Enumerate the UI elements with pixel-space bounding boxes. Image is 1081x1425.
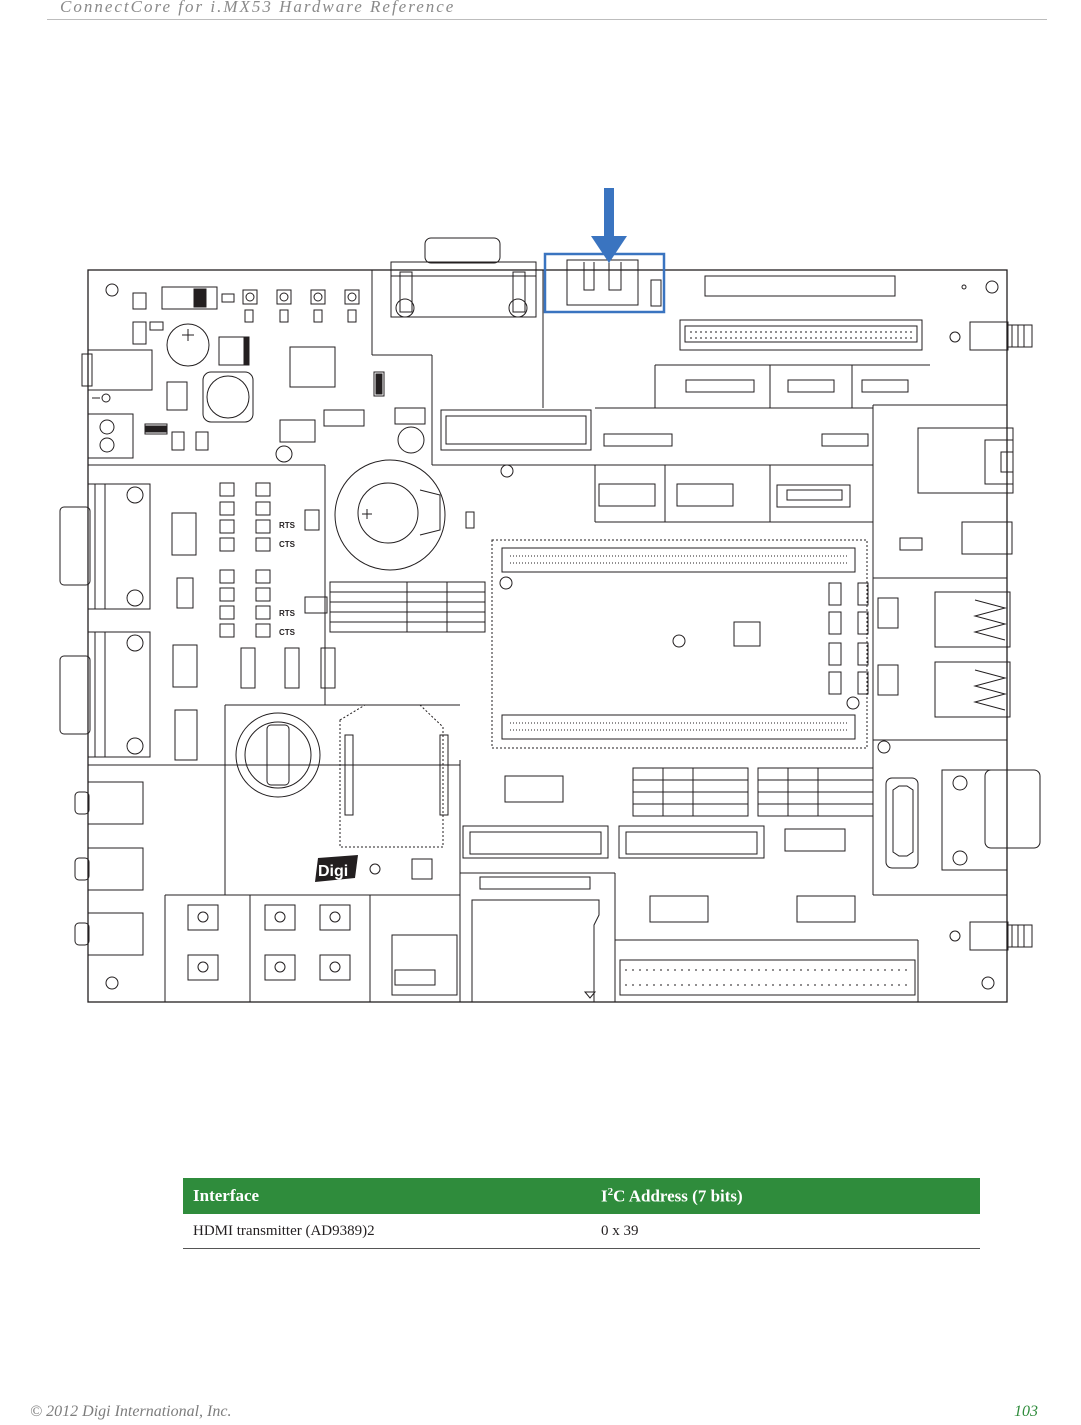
cpu-module [492, 540, 868, 748]
cts-label-1: CTS [279, 540, 296, 549]
power-switch [133, 287, 234, 309]
usb-host-ports [878, 592, 1010, 717]
mezzanine-tables [505, 768, 873, 922]
usb-connector [567, 260, 661, 306]
jumper-table [330, 582, 485, 632]
potentiometers [243, 290, 359, 322]
rts-label-2: RTS [279, 609, 296, 618]
sd-card-slot [472, 877, 599, 1002]
rts-label-1: RTS [279, 521, 296, 530]
digi-logo-text: Digi [318, 863, 348, 880]
push-buttons [188, 905, 350, 980]
running-header: ConnectCore for i.MX53 Hardware Referenc… [60, 0, 455, 17]
table-row: HDMI transmitter (AD9389)2 0 x 39 [183, 1214, 980, 1249]
lcd-connector [680, 276, 922, 350]
interface-cell: HDMI transmitter (AD9389)2 [183, 1214, 591, 1249]
i2c-address-table: Interface I2C Address (7 bits) HDMI tran… [183, 1178, 980, 1249]
micro-sd-slot [392, 935, 457, 995]
hdmi-connector [886, 778, 918, 868]
serial-connectors-left [60, 484, 150, 757]
mounting-holes [106, 281, 998, 989]
db9-top-connector [391, 238, 536, 317]
ic-chips-left [172, 510, 335, 688]
callout-arrow [591, 188, 627, 263]
audio-jacks [75, 782, 143, 955]
column-header-interface: Interface [183, 1178, 591, 1214]
copyright-footer: © 2012 Digi International, Inc. [30, 1403, 231, 1421]
usb-mini-port [900, 522, 1012, 554]
board-diagram: RTS CTS RTS CTS [50, 180, 1050, 1010]
column-header-address: I2C Address (7 bits) [591, 1178, 980, 1214]
page-number: 103 [1014, 1403, 1038, 1421]
ethernet-jack [918, 428, 1013, 493]
sata-connector [777, 485, 850, 507]
usb-callout-box [545, 254, 664, 312]
battery-holder [335, 460, 474, 570]
led-array [220, 483, 270, 637]
power-section [82, 322, 425, 462]
sd-card-holder-round [236, 713, 320, 797]
vga-connector [942, 770, 1040, 870]
header-divider [47, 19, 1047, 20]
wireless-module [340, 705, 448, 847]
address-cell: 0 x 39 [591, 1214, 980, 1249]
cts-label-2: CTS [279, 628, 296, 637]
